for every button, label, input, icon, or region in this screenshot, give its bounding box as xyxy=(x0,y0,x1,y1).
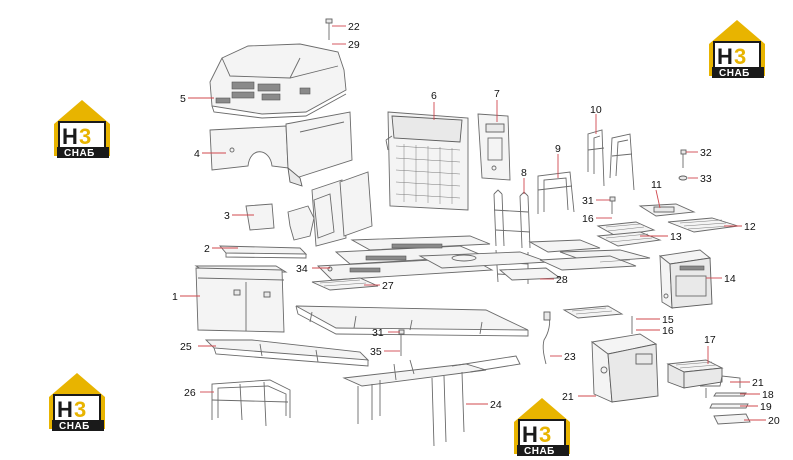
part-handrail-21 xyxy=(700,375,741,398)
part-bolts-32-33 xyxy=(678,149,688,181)
part-beam-26 xyxy=(204,339,370,367)
svg-text:CHAБ: CHAБ xyxy=(524,446,555,457)
callout-29: 28 xyxy=(556,274,568,286)
callout-11: 11 xyxy=(651,179,662,191)
svg-text:3: 3 xyxy=(734,44,746,69)
part-handrails-10 xyxy=(587,129,635,191)
svg-text:H: H xyxy=(717,44,733,69)
part-frame-25 xyxy=(342,355,521,447)
part-floor-plates xyxy=(316,235,651,281)
callout-31-lower: 31 xyxy=(372,327,384,339)
brand-logo-left-bottom: H 3 CHAБ xyxy=(49,373,105,432)
callout-33: 33 xyxy=(700,173,712,185)
part-handrail-9 xyxy=(537,171,575,214)
brand-logo-top-right: H 3 CHAБ xyxy=(709,20,765,79)
callout-25: 24 xyxy=(490,399,502,411)
callout-24: 23 xyxy=(564,351,576,363)
part-top-plate xyxy=(562,305,624,319)
svg-text:H: H xyxy=(62,124,78,149)
callout-leaders xyxy=(180,25,766,421)
svg-text:3: 3 xyxy=(74,397,86,422)
part-inner-panels xyxy=(311,171,373,247)
part-radiator-6 xyxy=(385,111,469,211)
part-grille-plates-13 xyxy=(596,221,662,247)
callout-9: 9 xyxy=(555,143,561,155)
part-grille-plate-12 xyxy=(667,217,739,233)
part-side-panels-4 xyxy=(209,111,353,187)
svg-text:3: 3 xyxy=(539,422,551,447)
callout-numbers: 22 29 5 4 3 2 1 6 7 8 9 10 31 16 32 33 1… xyxy=(172,21,780,427)
callout-21: 21 xyxy=(752,377,764,389)
callout-16-lower: 16 xyxy=(662,325,674,337)
part-hood-cover-5 xyxy=(209,43,347,119)
callout-22: 21 xyxy=(562,391,574,403)
callout-15: 15 xyxy=(662,314,674,326)
callout-27: 26 xyxy=(184,387,196,399)
part-ladder-8 xyxy=(493,189,531,284)
part-grille-28 xyxy=(311,277,379,291)
callout-10: 10 xyxy=(590,104,602,116)
callout-4: 4 xyxy=(194,148,200,160)
part-battery-box-1 xyxy=(194,265,288,333)
brand-logo-bottom-center: H 3 CHAБ xyxy=(514,398,570,457)
callout-23: 22 xyxy=(348,21,360,33)
callout-28: 27 xyxy=(382,280,394,292)
part-bolt-31-35-lower xyxy=(398,329,405,356)
callout-32: 32 xyxy=(700,147,712,159)
svg-text:CHAБ: CHAБ xyxy=(59,421,90,432)
svg-text:3: 3 xyxy=(79,124,91,149)
callout-20: 20 xyxy=(768,415,780,427)
part-bolts-31-16-upper xyxy=(609,196,616,214)
part-plate-11 xyxy=(638,203,696,217)
callout-19: 19 xyxy=(760,401,772,413)
callout-34: 34 xyxy=(296,263,308,275)
brand-logo-left-top: H 3 CHAБ xyxy=(54,100,110,159)
part-box-14 xyxy=(658,249,713,309)
svg-text:CHAБ: CHAБ xyxy=(719,68,750,79)
part-box-17 xyxy=(666,359,724,389)
part-plates-18-19-20 xyxy=(709,392,751,425)
part-tank-22 xyxy=(590,333,659,403)
callout-31-upper: 31 xyxy=(582,195,594,207)
part-strip-2 xyxy=(219,245,308,259)
callout-13: 13 xyxy=(670,231,682,243)
svg-text:H: H xyxy=(57,397,73,422)
callout-2: 2 xyxy=(204,243,210,255)
part-handrail-27 xyxy=(211,379,291,427)
part-frame-beam xyxy=(295,305,529,337)
callout-5: 5 xyxy=(180,93,186,105)
callout-35: 35 xyxy=(370,346,382,358)
svg-text:H: H xyxy=(522,422,538,447)
part-small-panels-3 xyxy=(245,203,315,241)
callout-18: 18 xyxy=(762,389,774,401)
callout-12: 12 xyxy=(744,221,756,233)
callout-30: 29 xyxy=(348,39,360,51)
callout-3: 3 xyxy=(224,210,230,222)
part-bolt-23-30 xyxy=(325,18,333,40)
part-pipe-24 xyxy=(542,311,551,365)
callout-7: 7 xyxy=(494,88,500,100)
callout-6: 6 xyxy=(431,90,437,102)
callout-14: 14 xyxy=(724,273,736,285)
part-door-panel-7 xyxy=(477,113,511,181)
callout-17: 17 xyxy=(704,334,716,346)
svg-text:CHAБ: CHAБ xyxy=(64,148,95,159)
callout-26: 25 xyxy=(180,341,192,353)
callout-16-upper: 16 xyxy=(582,213,594,225)
part-plate-29 xyxy=(498,267,562,281)
callout-1: 1 xyxy=(172,291,178,303)
callout-8: 8 xyxy=(521,167,527,179)
